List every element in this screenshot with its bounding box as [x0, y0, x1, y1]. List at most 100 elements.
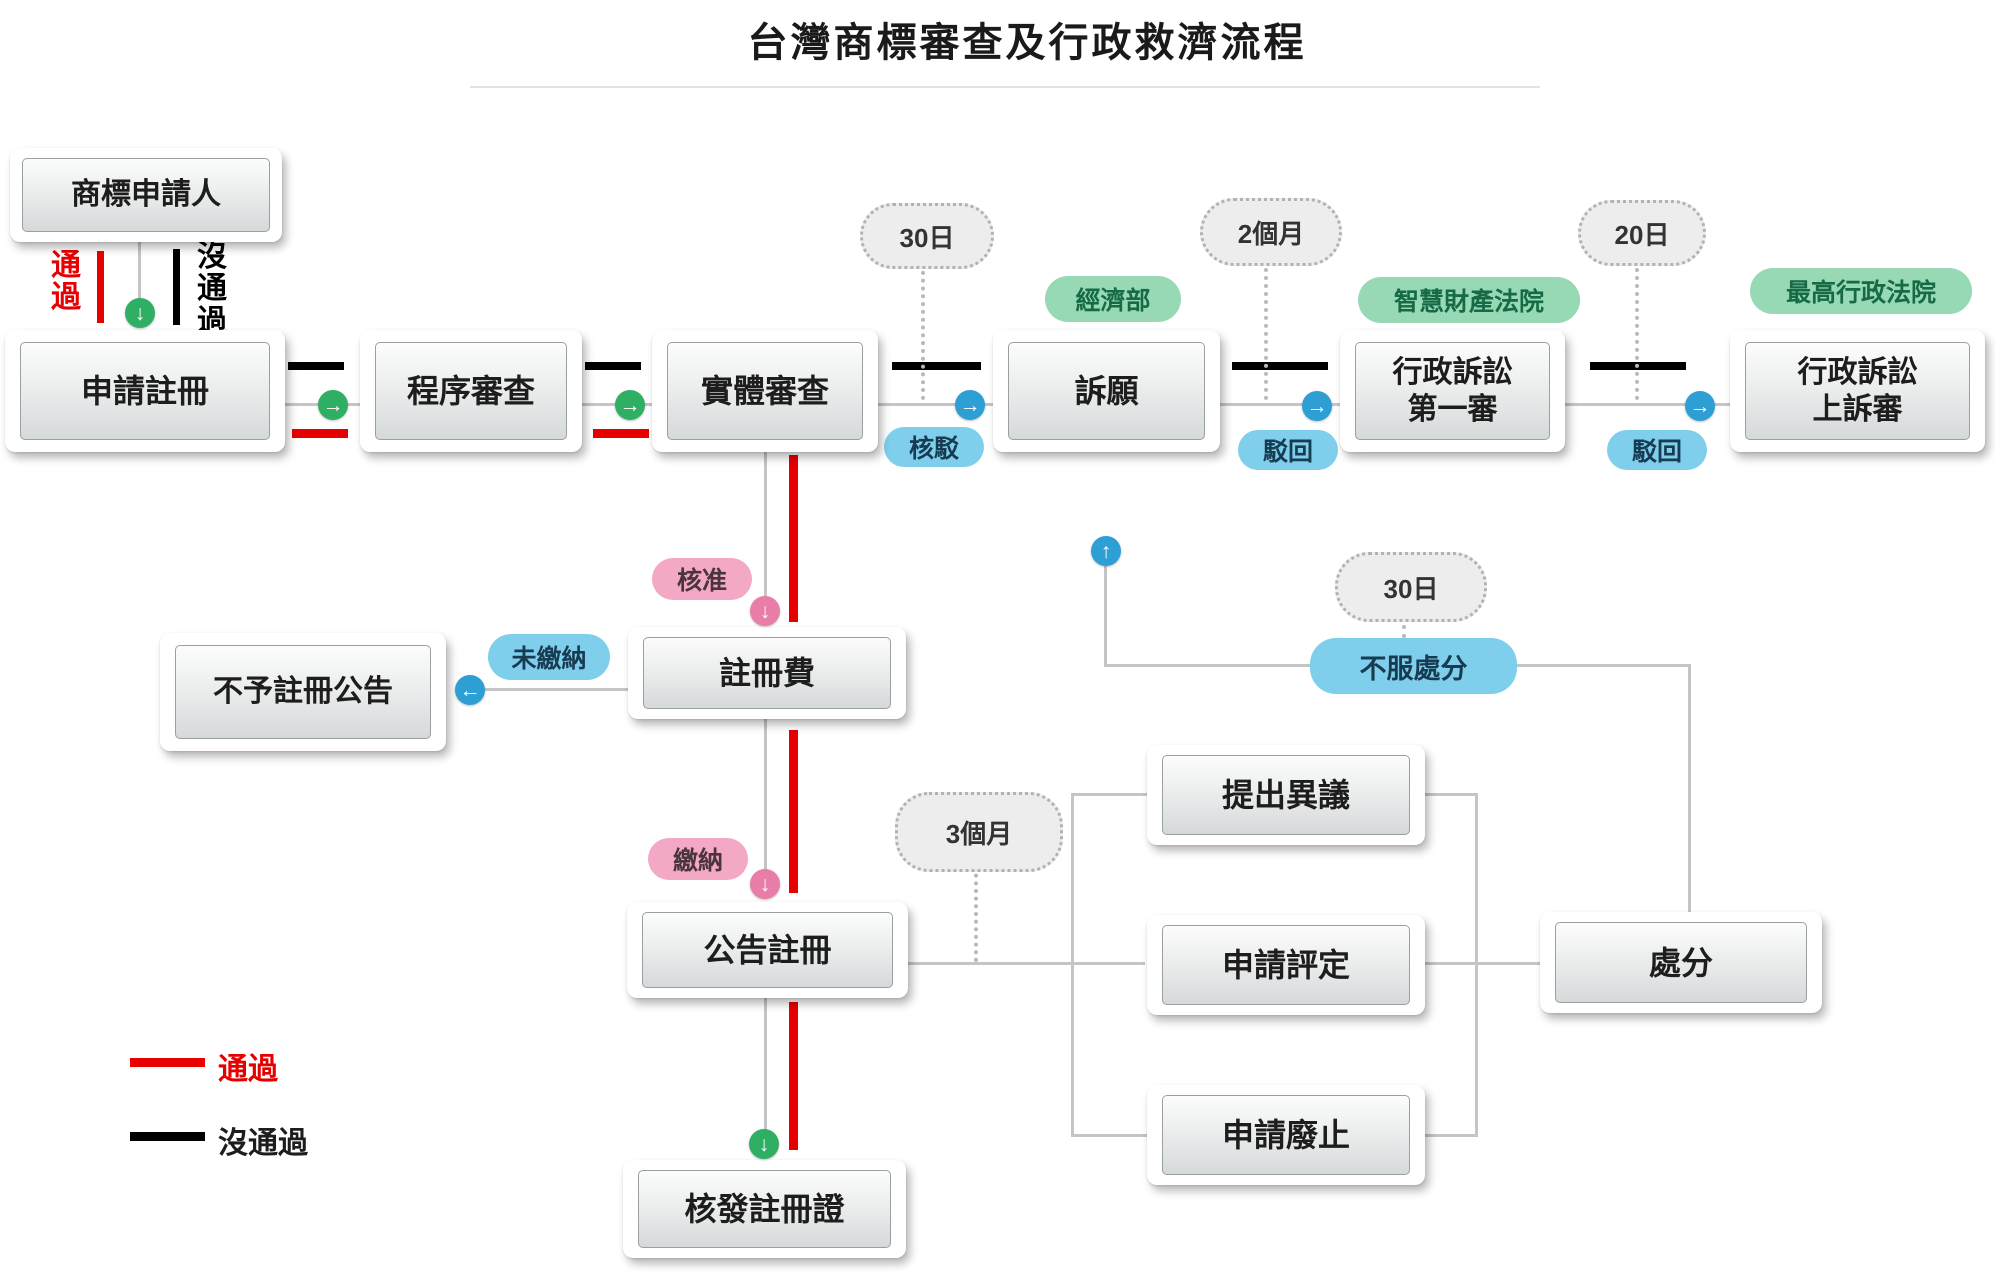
node-label: 提出異議 [1162, 755, 1410, 835]
node-apply-registration: 申請註冊 [5, 330, 285, 452]
connector-line [1071, 793, 1147, 796]
node-label: 申請評定 [1162, 925, 1410, 1005]
arrow-right-icon: → [615, 390, 645, 420]
fail-vertical-label: 沒通過 [197, 240, 227, 338]
node-label: 申請廢止 [1162, 1095, 1410, 1175]
node-substantive-exam: 實體審查 [652, 330, 878, 452]
authority-label: 智慧財產法院 [1393, 288, 1544, 316]
duration-label: 2個月 [1237, 218, 1305, 249]
node-publish-registration: 公告註冊 [627, 902, 908, 998]
fail-flow-line [585, 362, 641, 370]
node-opposition: 提出異議 [1147, 745, 1425, 845]
status-pill-approval: 核准 [652, 558, 752, 600]
status-pill-unpaid: 未繳納 [488, 634, 610, 680]
connector-line [1565, 403, 1730, 406]
arrow-down-icon: ↓ [750, 869, 780, 899]
duration-label: 30日 [899, 222, 955, 253]
node-applicant: 商標申請人 [10, 148, 282, 242]
status-label: 駁回 [1262, 438, 1313, 466]
arrow-right-icon: → [1685, 391, 1715, 421]
connector-line [764, 452, 767, 598]
node-label: 程序審查 [375, 342, 567, 440]
legend-pass-label: 通過 [218, 1053, 278, 1086]
duration-label: 20日 [1614, 219, 1670, 250]
arrow-glyph: ← [459, 678, 481, 702]
duration-bubble-30days: 30日 [860, 203, 994, 269]
connector-line [1688, 664, 1691, 912]
arrow-glyph: → [619, 393, 641, 417]
status-pill-payment: 繳納 [648, 838, 748, 880]
duration-label: 3個月 [945, 818, 1013, 849]
node-label: 商標申請人 [22, 158, 270, 232]
arrow-glyph: → [959, 393, 981, 417]
duration-bubble-20days: 20日 [1578, 200, 1706, 266]
status-label: 繳納 [672, 847, 723, 875]
arrow-glyph: ↓ [759, 872, 771, 896]
fail-flow-line [173, 249, 180, 325]
arrow-glyph: ↓ [759, 599, 771, 623]
pass-flow-line [593, 429, 649, 438]
duration-bubble-3months: 3個月 [895, 792, 1063, 872]
arrow-down-icon: ↓ [749, 1129, 779, 1159]
status-label: 核駁 [908, 435, 959, 463]
node-label: 實體審查 [667, 342, 863, 440]
node-label: 訴願 [1008, 342, 1205, 440]
duration-connector [1264, 260, 1268, 400]
arrow-down-icon: ↓ [750, 596, 780, 626]
node-procedural-exam: 程序審查 [360, 330, 582, 452]
title-divider [470, 86, 1540, 88]
authority-pill-moea: 經濟部 [1045, 276, 1181, 322]
connector-line [1071, 1134, 1147, 1137]
arrow-glyph: → [1689, 394, 1711, 418]
arrow-glyph: ↓ [134, 301, 146, 325]
node-label: 註冊費 [643, 637, 891, 709]
connector-line [1423, 1134, 1478, 1137]
node-disposition: 處分 [1540, 912, 1822, 1013]
duration-connector [921, 263, 925, 400]
legend-fail-line [130, 1132, 205, 1141]
authority-pill-ip-court: 智慧財產法院 [1358, 277, 1580, 323]
status-pill-objection-to-disposition: 不服處分 [1310, 638, 1517, 694]
arrow-glyph: → [322, 393, 344, 417]
legend-fail-label: 沒通過 [218, 1127, 308, 1160]
page-title: 台灣商標審查及行政救濟流程 [747, 21, 1307, 65]
node-invalidation: 申請評定 [1147, 915, 1425, 1015]
authority-label: 最高行政法院 [1785, 279, 1936, 307]
node-label: 行政訴訟 第一審 [1355, 342, 1550, 440]
node-registration-fee: 註冊費 [628, 627, 906, 719]
node-no-registration-notice: 不予註冊公告 [160, 633, 446, 751]
connector-line [1104, 566, 1107, 666]
connector-line [1071, 793, 1074, 1137]
connector-line [484, 688, 628, 691]
pass-flow-line [97, 251, 104, 323]
node-label: 處分 [1555, 922, 1807, 1003]
authority-pill-supreme-admin-court: 最高行政法院 [1750, 268, 1972, 314]
connector-line [878, 403, 993, 406]
status-label: 未繳納 [511, 645, 587, 673]
connector-line [138, 242, 141, 302]
arrow-glyph: ↓ [758, 1132, 770, 1156]
arrow-glyph: → [1306, 394, 1328, 418]
pass-flow-line [789, 455, 798, 622]
duration-connector [1635, 260, 1639, 400]
node-admin-litigation-appeal: 行政訴訟 上訴審 [1730, 330, 1985, 452]
arrow-right-icon: → [318, 390, 348, 420]
status-pill-rejection: 核駁 [884, 427, 984, 467]
connector-line [1220, 403, 1340, 406]
duration-bubble-2months: 2個月 [1200, 198, 1342, 266]
arrow-right-icon: → [1302, 391, 1332, 421]
arrow-left-icon: ← [455, 675, 485, 705]
fail-flow-line [1232, 362, 1328, 370]
connector-line [1423, 962, 1540, 965]
status-label: 核准 [676, 567, 727, 595]
duration-connector [974, 866, 978, 962]
legend-pass-line [130, 1058, 205, 1067]
pass-vertical-label: 通過 [51, 249, 81, 315]
arrow-up-icon: ↑ [1091, 536, 1121, 566]
status-label: 不服處分 [1359, 653, 1468, 684]
node-label: 申請註冊 [20, 342, 270, 440]
connector-line [1475, 793, 1478, 1137]
connector-line [907, 962, 1145, 965]
status-label: 駁回 [1631, 438, 1682, 466]
